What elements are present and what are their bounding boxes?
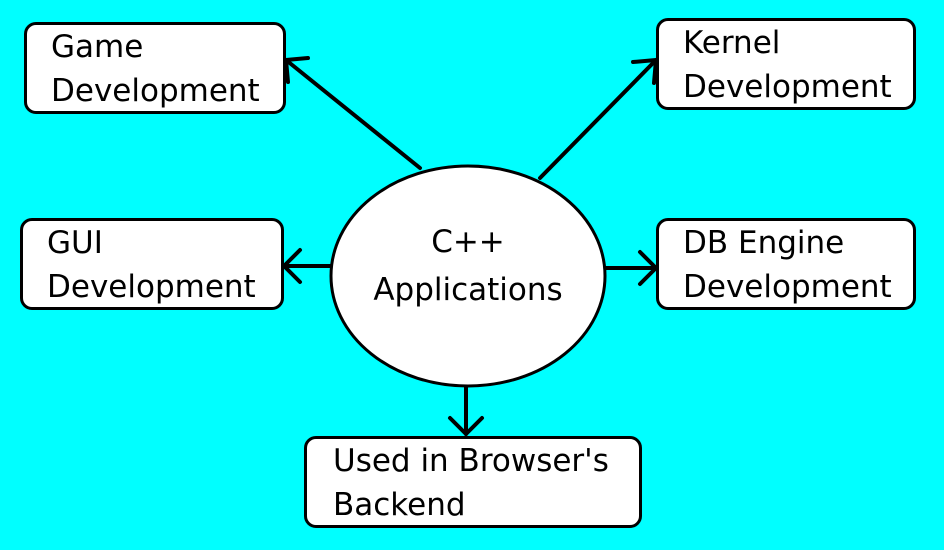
node-game-development: Game Development <box>24 22 286 114</box>
node-browser-backend: Used in Browser's Backend <box>304 436 642 528</box>
center-label-line-2: Applications <box>373 272 563 308</box>
arrowhead-browser <box>448 416 484 436</box>
node-gui-line-1: GUI <box>47 225 103 261</box>
arrow-to-game <box>284 58 422 170</box>
node-db-line-1: DB Engine <box>683 225 845 261</box>
center-ellipse <box>329 164 607 388</box>
node-kernel-line-2: Development <box>683 69 892 105</box>
node-browser-line-2: Backend <box>333 487 466 523</box>
node-kernel-line-1: Kernel <box>683 25 781 61</box>
node-game-line-1: Game <box>51 29 144 65</box>
node-browser-line-1: Used in Browser's <box>333 443 609 479</box>
arrowhead-game <box>284 56 310 84</box>
node-game-line-2: Development <box>51 73 260 109</box>
center-label-line-1: C++ <box>431 224 505 260</box>
node-kernel-development: Kernel Development <box>656 18 916 110</box>
center-label: C++ Applications <box>330 218 606 314</box>
arrowhead-gui <box>282 248 302 284</box>
node-gui-line-2: Development <box>47 269 256 305</box>
node-gui-development: GUI Development <box>20 218 284 310</box>
node-db-engine-development: DB Engine Development <box>656 218 916 310</box>
node-db-line-2: Development <box>683 269 892 305</box>
arrow-to-kernel <box>538 58 658 180</box>
